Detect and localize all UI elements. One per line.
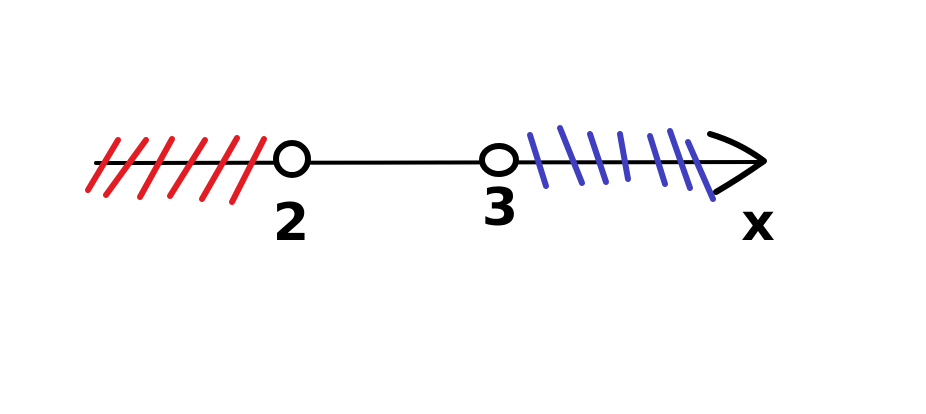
hatch-stroke: [137, 136, 175, 200]
hatch-stroke: [103, 137, 149, 198]
arrow-head-icon: [707, 131, 767, 195]
hatch-stroke: [557, 125, 585, 186]
left-shaded-region: [85, 135, 267, 205]
axis-line: [94, 160, 766, 165]
right-shaded-region: [527, 125, 716, 202]
hatch-stroke: [667, 128, 693, 191]
hatch-stroke: [199, 135, 240, 202]
point-label-3: 3: [482, 178, 518, 238]
hatch-stroke: [685, 139, 716, 202]
open-point-2: [273, 140, 311, 178]
hatch-stroke: [587, 131, 609, 185]
open-point-3: [479, 143, 519, 177]
hatch-stroke: [229, 136, 267, 205]
hatch-stroke: [647, 133, 668, 187]
hatch-stroke: [617, 131, 631, 182]
hatch-stroke: [167, 137, 208, 199]
axis-label: x: [741, 193, 775, 253]
point-label-2: 2: [273, 193, 309, 253]
hatch-stroke: [85, 137, 121, 193]
hatch-stroke: [527, 132, 549, 189]
